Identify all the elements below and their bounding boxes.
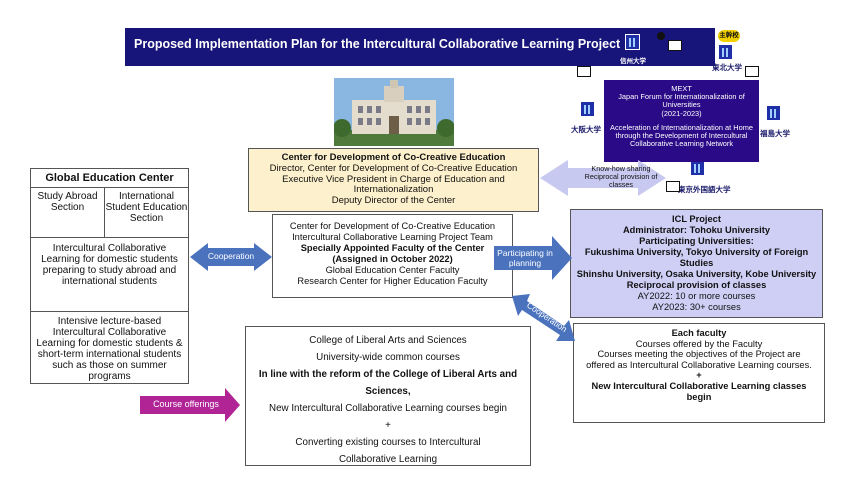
gec-icl-domestic: Intercultural Collaborative Learning for…: [31, 237, 188, 311]
team-faculty-label: Specially Appointed Faculty of the Cente…: [300, 243, 485, 253]
gec-intensive: Intensive lecture-based Intercultural Co…: [31, 311, 188, 392]
participating-label: Participating in planning: [497, 248, 553, 268]
cooperation-diagonal-arrow: [512, 294, 575, 341]
icl-title: ICL Project: [672, 214, 721, 224]
faculty-plus: +: [696, 370, 702, 381]
international-student-section: International Student Education Section: [105, 191, 188, 224]
tohoku-label: 東北大学: [712, 63, 742, 72]
team-assigned-label: (Assigned in October 2022): [332, 254, 453, 264]
liberal-arts-box: College of Liberal Arts and Sciences Uni…: [245, 326, 531, 466]
gec-title: Global Education Center: [45, 172, 174, 184]
ccce-title: Center for Development of Co-Creative Ed…: [281, 152, 506, 163]
osaka-label: 大阪大学: [571, 125, 601, 134]
icl-line: Reciprocal provision of classes: [626, 280, 767, 290]
liberal-reform-label: In line with the reform of the College o…: [258, 369, 518, 397]
study-abroad-section: Study Abroad Section: [31, 188, 105, 237]
course-offerings-label: Course offerings: [153, 399, 219, 409]
shinshu-label: 信州大学: [620, 58, 646, 65]
liberal-line: College of Liberal Arts and Sciences: [309, 335, 467, 346]
computer-icon: [666, 181, 680, 192]
icl-line: AY2023: 30+ courses: [652, 302, 741, 312]
knowhow-arrow: [540, 160, 666, 196]
university-building-icon: [580, 101, 595, 117]
knowhow-label: Know-how sharing Reciprocal provision of…: [584, 164, 658, 189]
participating-arrow: [494, 236, 572, 280]
computer-icon: [577, 66, 591, 77]
mext-line: Acceleration of Internationalization at …: [610, 122, 753, 149]
lead-school-badge: 主幹校: [718, 30, 740, 42]
team-line: Intercultural Collaborative Learning Pro…: [292, 232, 493, 242]
ccce-box: Center for Development of Co-Creative Ed…: [248, 148, 539, 212]
liberal-line: Converting existing courses to Intercult…: [295, 437, 481, 465]
ccce-line: Deputy Director of the Center: [331, 195, 456, 207]
mext-line: Japan Forum for Internationalization of …: [618, 92, 745, 110]
university-building-icon: [625, 34, 640, 50]
team-line: Global Education Center Faculty: [325, 265, 460, 275]
ccce-line: Director, Center for Development of Co-C…: [269, 162, 518, 174]
fukushima-label: 福島大学: [760, 129, 790, 138]
page-title: Proposed Implementation Plan for the Int…: [125, 28, 715, 66]
cooperation-left-label: Cooperation: [207, 251, 255, 261]
global-education-center-box: Global Education Center Study Abroad Sec…: [30, 168, 189, 384]
computer-icon: [668, 40, 682, 51]
icl-line: Shinshu University, Osaka University, Ko…: [576, 269, 817, 279]
icl-project-box: ICL Project Administrator: Tohoku Univer…: [570, 209, 823, 318]
gec-sections-row: Study Abroad Section International Stude…: [31, 187, 188, 237]
icl-line: AY2022: 10 or more courses: [637, 291, 756, 301]
mext-box: MEXT Japan Forum for Internationalizatio…: [604, 80, 759, 162]
icl-line: Fukushima University, Tokyo University o…: [584, 247, 809, 268]
ccce-line: Executive Vice President in Charge of Ed…: [282, 173, 505, 196]
kobe-university-building-image: [333, 78, 455, 146]
icl-line: Administrator: Tohoku University: [622, 225, 771, 235]
project-team-box: Center for Development of Co-Creative Ed…: [272, 214, 513, 298]
computer-icon: [745, 66, 759, 77]
faculty-line: Courses offered by the Faculty: [635, 338, 763, 349]
mext-line: (2021-2023): [661, 108, 702, 118]
team-line: Research Center for Higher Education Fac…: [297, 276, 488, 286]
mext-line: MEXT: [671, 84, 692, 93]
liberal-line: University-wide common courses: [316, 352, 460, 363]
faculty-title: Each faculty: [671, 328, 727, 338]
university-building-icon: [718, 44, 733, 60]
cooperation-left-arrow: [190, 243, 272, 271]
faculty-new-classes: New Intercultural Collaborative Learning…: [591, 380, 807, 402]
liberal-line: New Intercultural Collaborative Learning…: [269, 403, 507, 414]
person-icon: [657, 32, 665, 40]
course-offerings-arrow: [140, 388, 240, 422]
icl-line: Participating Universities:: [639, 236, 754, 246]
tufs-label: 東京外国語大学: [678, 185, 731, 194]
each-faculty-box: Each faculty Courses offered by the Facu…: [573, 323, 825, 423]
liberal-plus: +: [385, 420, 391, 431]
faculty-line: Courses meeting the objectives of the Pr…: [586, 349, 812, 370]
university-building-icon: [766, 105, 781, 121]
team-line: Center for Development of Co-Creative Ed…: [289, 221, 496, 231]
